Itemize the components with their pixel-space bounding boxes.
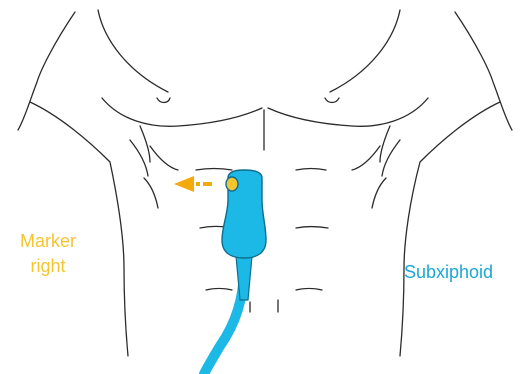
right-shoulder-line	[455, 12, 512, 130]
left-pectoral-line	[102, 98, 262, 126]
torso-outline	[18, 10, 512, 356]
right-rib-4	[352, 146, 380, 170]
left-rib-2	[130, 140, 148, 176]
left-arrow-icon	[174, 176, 212, 192]
neck-left-line	[98, 10, 168, 92]
marker-orientation-label: Marker right	[14, 229, 82, 279]
ultrasound-probe-icon	[222, 170, 266, 300]
left-rib-4	[150, 146, 178, 170]
right-rib-3	[372, 178, 386, 208]
marker-label-line2: right	[14, 254, 82, 279]
right-flank-line	[400, 102, 500, 356]
left-shoulder-line	[18, 12, 75, 130]
neck-right-line	[330, 10, 400, 92]
right-nipple	[325, 98, 339, 103]
marker-label-line1: Marker	[14, 229, 82, 254]
abs-line-3-left	[206, 289, 232, 291]
view-name-label: Subxiphoid	[404, 260, 493, 285]
abs-line-1-left	[196, 169, 232, 171]
right-pectoral-line	[268, 98, 428, 126]
abs-line-2-right	[296, 227, 328, 229]
arrow-head	[174, 176, 194, 192]
abs-line-3-right	[296, 289, 322, 291]
left-nipple	[157, 98, 170, 103]
probe-marker-notch	[226, 177, 238, 191]
right-rib-2	[382, 140, 400, 176]
left-rib-3	[144, 178, 158, 208]
abs-line-1-right	[296, 169, 326, 171]
